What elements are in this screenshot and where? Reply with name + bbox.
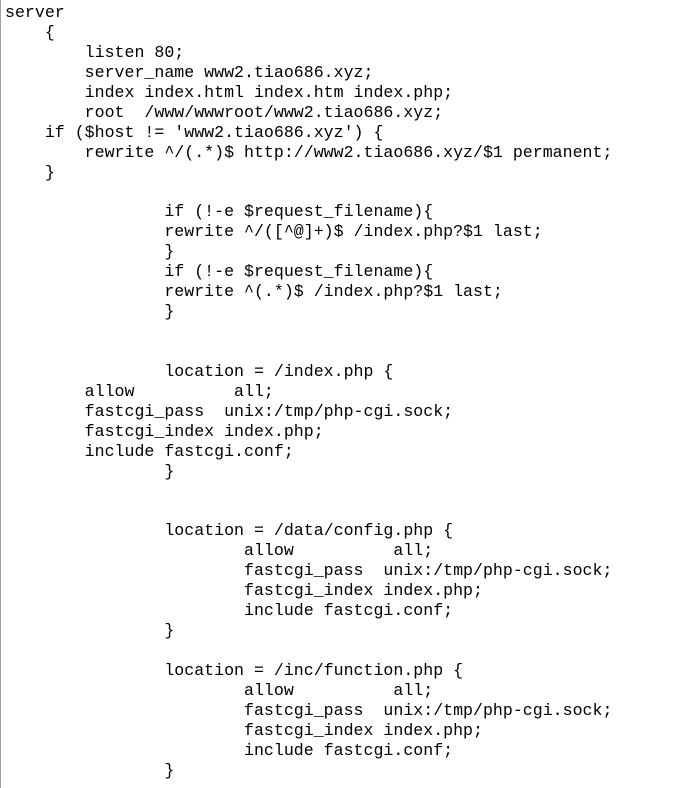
code-line: fastcgi_index index.php; (5, 581, 483, 601)
code-line: listen 80; (5, 42, 185, 62)
code-line: } (5, 461, 175, 481)
code-line: root /www/wwwroot/www2.tiao686.xyz; (5, 102, 444, 122)
code-line: allow all; (5, 680, 434, 700)
code-line: fastcgi_index index.php; (5, 720, 483, 740)
code-line (5, 342, 612, 362)
code-line (5, 482, 612, 502)
code-block: server { listen 80; server_name www2.tia… (5, 3, 612, 781)
code-line: if (!-e $request_filename){ (5, 262, 434, 282)
code-line (5, 182, 612, 202)
code-line: } (5, 162, 55, 182)
code-line: include fastcgi.conf; (5, 740, 454, 760)
code-line: rewrite ^/(.*)$ http://www2.tiao686.xyz/… (5, 142, 613, 162)
code-line: } (5, 242, 175, 262)
code-line: fastcgi_pass unix:/tmp/php-cgi.sock; (5, 700, 613, 720)
code-line: location = /inc/function.php { (5, 660, 464, 680)
code-line: { (5, 22, 55, 42)
code-line: if ($host != 'www2.tiao686.xyz') { (5, 122, 384, 142)
code-line: } (5, 621, 175, 641)
code-line: allow all; (5, 381, 274, 401)
code-line: allow all; (5, 541, 434, 561)
code-line: fastcgi_pass unix:/tmp/php-cgi.sock; (5, 561, 613, 581)
code-line: fastcgi_pass unix:/tmp/php-cgi.sock; (5, 401, 454, 421)
code-line: rewrite ^/([^@]+)$ /index.php?$1 last; (5, 222, 543, 242)
code-line (5, 641, 612, 661)
code-line: server (5, 3, 65, 22)
code-line (5, 322, 612, 342)
code-line: } (5, 760, 175, 780)
code-line: location = /index.php { (5, 361, 394, 381)
code-line: rewrite ^(.*)$ /index.php?$1 last; (5, 282, 503, 302)
code-line: include fastcgi.conf; (5, 441, 294, 461)
code-line (5, 501, 612, 521)
code-line: if (!-e $request_filename){ (5, 202, 434, 222)
code-line: } (5, 302, 175, 322)
code-line: location = /data/config.php { (5, 521, 454, 541)
code-line: server_name www2.tiao686.xyz; (5, 62, 374, 82)
code-line: fastcgi_index index.php; (5, 421, 324, 441)
code-line: index index.html index.htm index.php; (5, 82, 454, 102)
code-line: include fastcgi.conf; (5, 601, 454, 621)
